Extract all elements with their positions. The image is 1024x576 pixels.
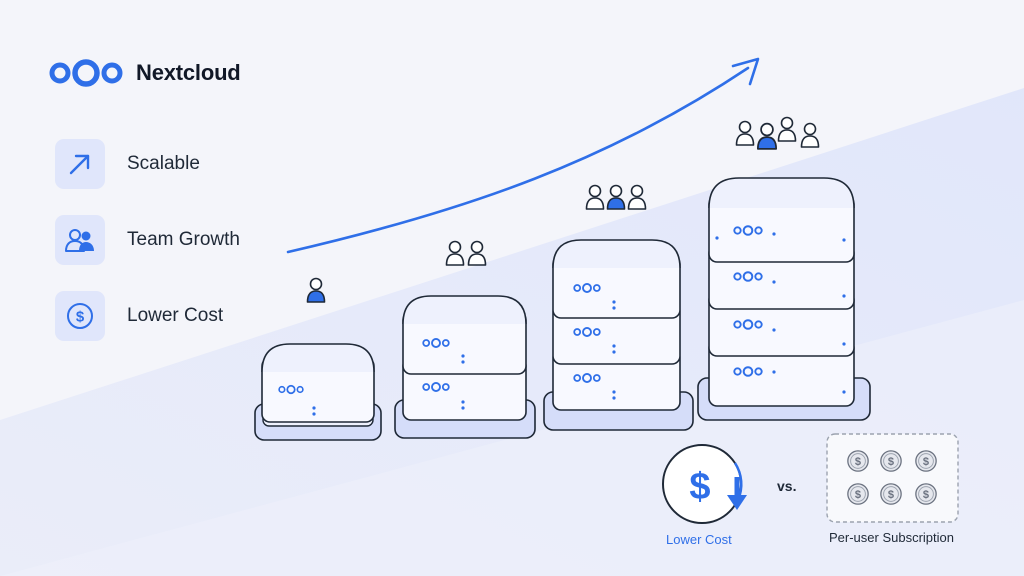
feature-team-growth: Team Growth [55,215,240,265]
brand: Nextcloud [48,58,241,88]
coin-icon [847,450,869,472]
server-unit [552,239,681,319]
feature-scalable: Scalable [55,139,200,189]
users-icon [65,229,94,252]
dollar-icon: $ [689,466,710,508]
server-stack-4 [697,177,871,421]
people-group-4 [735,116,820,150]
arrow-down-icon [727,495,747,510]
growth-arrowhead [731,57,760,86]
growth-curve [286,66,750,254]
server-stack-2 [394,295,536,439]
lower-cost-badge: $ [662,444,747,524]
people-group-1 [306,277,326,303]
nextcloud-logo-icon [49,59,123,87]
coin-icon [847,483,869,505]
feature-lower-cost: $ Lower Cost [55,291,223,341]
coin-icon [880,450,902,472]
feature-tile: $ [55,291,105,341]
brand-name: Nextcloud [136,60,241,85]
people-group-3 [585,184,647,210]
feature-label: Lower Cost [127,305,224,326]
people-group-2 [445,240,487,266]
svg-text:$: $ [76,309,85,326]
feature-tile [55,139,105,189]
lower-cost-caption: Lower Cost [666,532,732,547]
coin-icon [915,483,937,505]
feature-label: Team Growth [127,229,240,250]
server-stack-1 [254,343,382,441]
dollar-circle-icon: $ [67,303,93,329]
coin-icon [880,483,902,505]
coin-icon [915,450,937,472]
server-unit [402,295,527,375]
subscription-caption: Per-user Subscription [829,530,954,545]
vs-label: vs. [777,478,797,494]
server-unit [261,343,375,423]
server-unit [708,177,855,263]
arrow-up-right-icon [69,154,90,175]
subscription-box [826,433,959,523]
server-stack-3 [543,239,694,431]
feature-label: Scalable [127,153,200,174]
feature-tile [55,215,105,265]
